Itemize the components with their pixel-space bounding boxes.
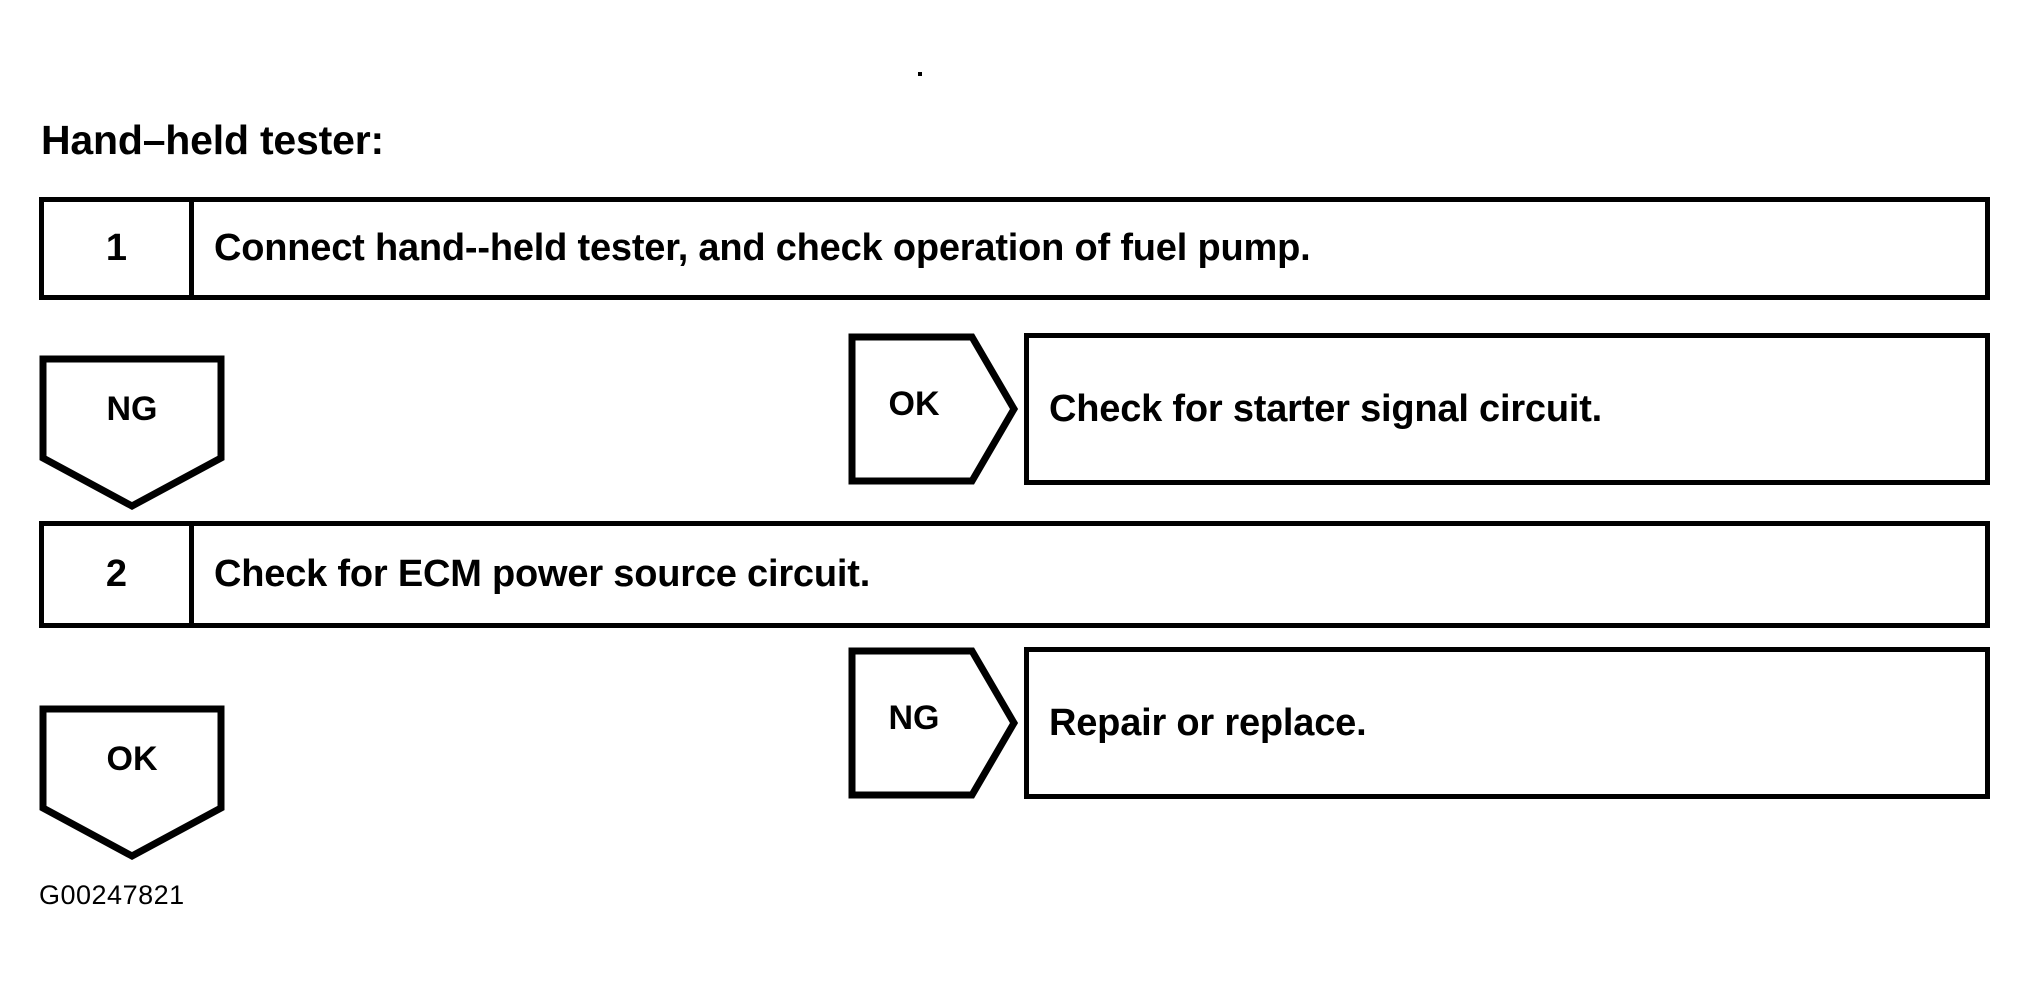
- connector-ok-down-step2: OK: [39, 705, 225, 860]
- step-row-1: 1 Connect hand--held tester, and check o…: [39, 197, 1990, 300]
- connector-ng-right-step2: NG: [848, 647, 1018, 799]
- step-text-1: Connect hand--held tester, and check ope…: [214, 227, 1311, 269]
- step-number-2: 2: [44, 526, 194, 623]
- result-box-starter-signal: Check for starter signal circuit.: [1024, 333, 1990, 485]
- right-arrow-icon: [848, 647, 1018, 799]
- step-text-2: Check for ECM power source circuit.: [214, 553, 871, 595]
- connector-ok-right-step1: OK: [848, 333, 1018, 485]
- connector-ng-down-step1: NG: [39, 355, 225, 510]
- page-title: Hand–held tester:: [41, 117, 384, 163]
- scan-artifact-speck: [918, 72, 922, 76]
- right-arrow-icon: [848, 333, 1018, 485]
- figure-id-label: G00247821: [39, 880, 185, 910]
- result-box-repair-replace: Repair or replace.: [1024, 647, 1990, 799]
- step-row-2: 2 Check for ECM power source circuit.: [39, 521, 1990, 628]
- down-arrow-icon: [39, 355, 225, 510]
- down-arrow-icon: [39, 705, 225, 860]
- step-number-1: 1: [44, 202, 194, 295]
